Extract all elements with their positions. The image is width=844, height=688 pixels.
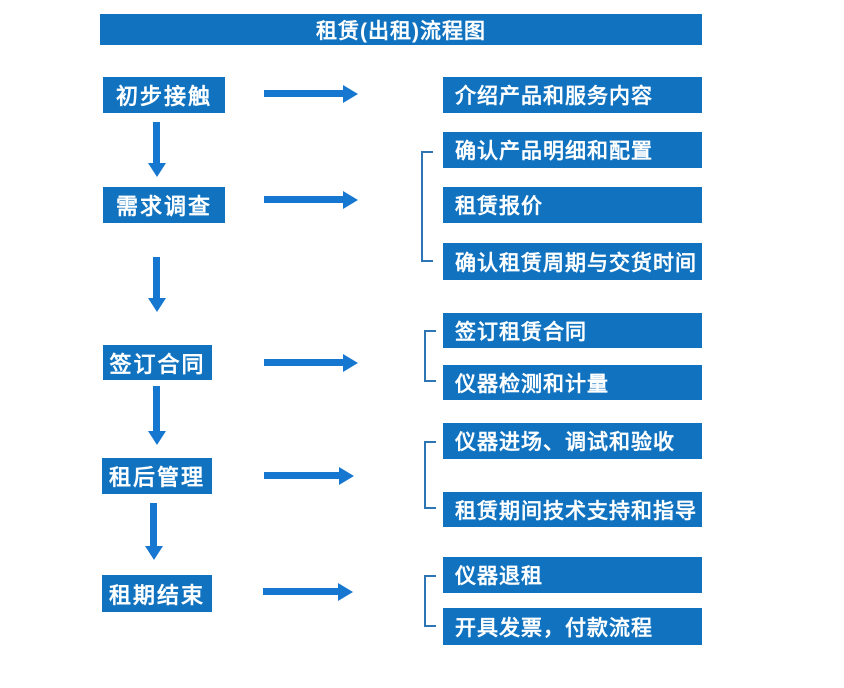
detail-box-confirm-product-details: 确认产品明细和配置 [443, 132, 702, 168]
arrow-down-initial-to-demand [153, 122, 160, 163]
step-box-initial-contact: 初步接触 [103, 77, 225, 113]
arrow-down-sign-to-management [153, 386, 160, 431]
bracket-group-post-rental-management [424, 441, 436, 509]
bracket-group-demand-survey [421, 151, 433, 262]
arrow-right-post-rental-management [264, 472, 339, 479]
detail-box-instrument-arrival: 仪器进场、调试和验收 [443, 423, 702, 459]
step-box-post-rental-management: 租后管理 [102, 458, 212, 494]
step-box-sign-contract: 签订合同 [103, 345, 212, 380]
detail-box-introduce-products: 介绍产品和服务内容 [443, 77, 702, 113]
arrow-right-initial-contact [264, 90, 343, 97]
detail-box-sign-rental-contract: 签订租赁合同 [443, 313, 702, 348]
detail-box-instrument-return: 仪器退租 [443, 557, 702, 593]
step-box-demand-survey: 需求调查 [103, 187, 225, 223]
detail-box-technical-support: 租赁期间技术支持和指导 [443, 492, 702, 527]
arrow-down-demand-to-sign [153, 257, 160, 298]
bracket-group-rental-end [424, 575, 436, 627]
arrow-right-sign-contract [264, 359, 343, 366]
arrow-right-rental-end [263, 588, 338, 595]
detail-box-rental-quotation: 租赁报价 [443, 187, 702, 223]
arrow-down-management-to-end [150, 503, 157, 546]
detail-box-invoice-payment: 开具发票，付款流程 [443, 608, 702, 645]
bracket-group-sign-contract [424, 330, 436, 382]
flowchart-title: 租赁(出租)流程图 [100, 14, 702, 45]
step-box-rental-end: 租期结束 [102, 575, 212, 612]
arrow-right-demand-survey [264, 196, 343, 203]
detail-box-instrument-testing: 仪器检测和计量 [443, 365, 702, 400]
detail-box-confirm-rental-period: 确认租赁周期与交货时间 [443, 243, 702, 280]
